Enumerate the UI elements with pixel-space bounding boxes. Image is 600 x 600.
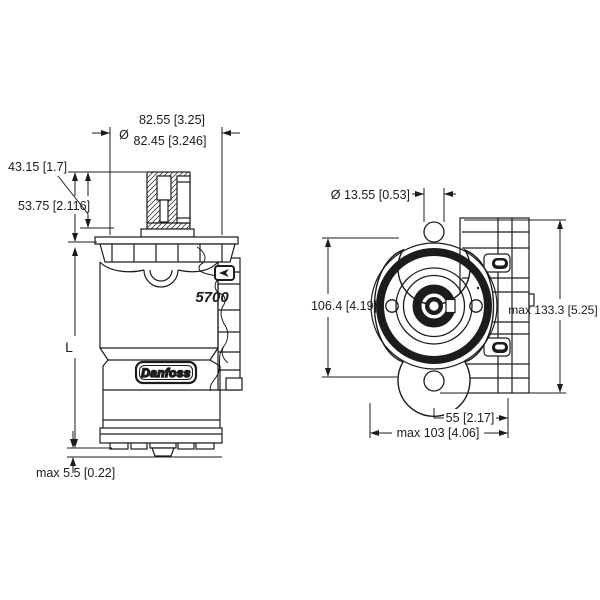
face-hole-right (469, 299, 483, 313)
shaft-key (176, 175, 191, 224)
direction-arrow-badge (214, 265, 235, 281)
side-view: 5700 Danfoss Ø 82.55 [3.25] 82.45 [3.246… (8, 113, 243, 480)
dim-pilot-diameter-max: 82.55 [3.25] (139, 113, 205, 127)
front-view: Ø 13.55 [0.53] 106.4 [4.19] max 133.3 [5… (311, 188, 598, 440)
pilot-boss-arc (143, 269, 179, 288)
bolt-hole-bottom (423, 370, 445, 392)
casting-contour-line (196, 246, 229, 364)
dim-max-height: max 133.3 [5.25] (508, 303, 597, 317)
mounting-flange-side (94, 236, 239, 288)
pilot-ring (376, 248, 492, 364)
dim-overall-length: L (65, 339, 73, 355)
dim-bolt-hole-diameter: Ø 13.55 [0.53] (331, 188, 410, 202)
dim-shaft-extension: 53.75 [2.116] (18, 199, 90, 213)
dim-pilot-diameter-min: 82.45 [3.246] (134, 134, 207, 148)
dim-pilot-diameter-symbol: Ø (119, 128, 129, 142)
motor-body-side: 5700 Danfoss (99, 246, 235, 457)
shaft-collar (140, 228, 195, 238)
dim-base-protrusion: max 5.5 [0.22] (36, 466, 115, 480)
dimension-annotations-front: Ø 13.55 [0.53] 106.4 [4.19] max 133.3 [5… (311, 188, 598, 440)
brand-logo-text: Danfoss (141, 366, 190, 380)
model-number-label: 5700 (195, 289, 229, 306)
brand-plate: Danfoss (134, 360, 198, 385)
hydraulic-port-top (483, 253, 511, 273)
output-shaft-section (140, 171, 195, 238)
center-drain-boss (151, 447, 175, 457)
face-hole-left (385, 299, 399, 313)
rotation-arrow-icon (219, 269, 229, 277)
dimension-annotations-side: Ø 82.55 [3.25] 82.45 [3.246] 43.15 [1.7]… (8, 113, 240, 480)
hydraulic-port-bottom (483, 337, 511, 357)
mounting-flange-front (370, 221, 498, 417)
mounting-feet (109, 442, 215, 457)
dim-max-width: max 103 [4.06] (397, 426, 480, 440)
dim-key-height: 43.15 [1.7] (8, 160, 67, 174)
keyway-slot (445, 298, 456, 314)
dim-bolt-hole-spacing: 106.4 [4.19] (311, 299, 377, 313)
dim-port-face-offset: 55 [2.17] (446, 411, 495, 425)
bolt-hole-top (423, 221, 445, 243)
